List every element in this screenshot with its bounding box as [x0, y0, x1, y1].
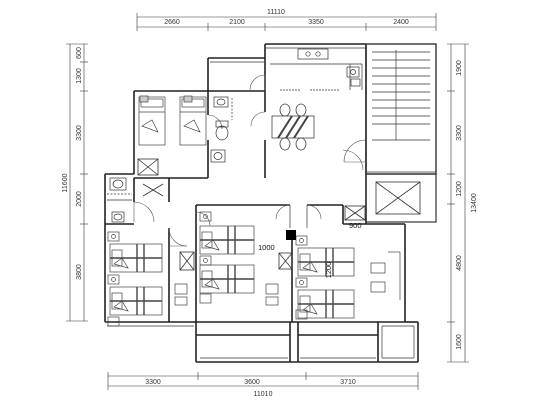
dim-right-seg-4: 4800 — [456, 255, 463, 271]
corridor-markers — [289, 205, 308, 228]
upper-left-bedroom — [138, 95, 207, 146]
dimension-right — [447, 43, 469, 363]
dim-left-seg-1: 600 — [76, 47, 83, 59]
structural-column — [286, 230, 296, 240]
door-swings — [133, 74, 367, 247]
window-width-label: 900 — [349, 221, 362, 230]
dim-left-total: 11600 — [62, 173, 69, 192]
windows — [107, 47, 415, 359]
dimension-top — [136, 13, 437, 31]
dim-bottom-seg-3: 3710 — [340, 379, 356, 386]
dim-right-seg-1: 1900 — [456, 60, 463, 76]
dimension-left — [66, 43, 88, 322]
kitchen-counter — [270, 48, 363, 91]
dim-right-total: 13400 — [471, 193, 478, 213]
dim-top-seg-2: 2100 — [229, 19, 245, 26]
walls — [104, 43, 419, 363]
bathroom-fixtures — [107, 96, 233, 223]
dim-right-seg-2: 3300 — [456, 125, 463, 141]
left-dorm-beds — [107, 231, 163, 327]
dim-right-seg-5: 1600 — [456, 334, 463, 350]
dim-top-seg-4: 2400 — [393, 19, 409, 26]
dim-top-seg-1: 2660 — [164, 19, 180, 26]
middle-dorm-beds — [174, 211, 279, 306]
dim-left-seg-5: 3800 — [76, 264, 83, 280]
dim-left-seg-2: 1300 — [76, 68, 83, 84]
dim-left-seg-4: 2000 — [76, 191, 83, 207]
dim-right-seg-3: 1200 — [456, 181, 463, 197]
bed-length-label: 1200 — [324, 262, 333, 279]
right-dorm-beds — [295, 235, 401, 320]
dim-top-total: 11110 — [267, 9, 285, 16]
dim-left-seg-3: 3300 — [76, 125, 83, 141]
corridor-width-label: 1000 — [258, 243, 275, 252]
dim-bottom-total: 11010 — [254, 391, 273, 398]
service-shafts — [137, 158, 437, 271]
dim-top-seg-3: 3350 — [308, 19, 324, 26]
dining-table — [271, 103, 315, 151]
dimension-bottom — [107, 372, 419, 390]
dim-bottom-seg-2: 3600 — [244, 379, 260, 386]
dim-bottom-seg-1: 3300 — [145, 379, 161, 386]
